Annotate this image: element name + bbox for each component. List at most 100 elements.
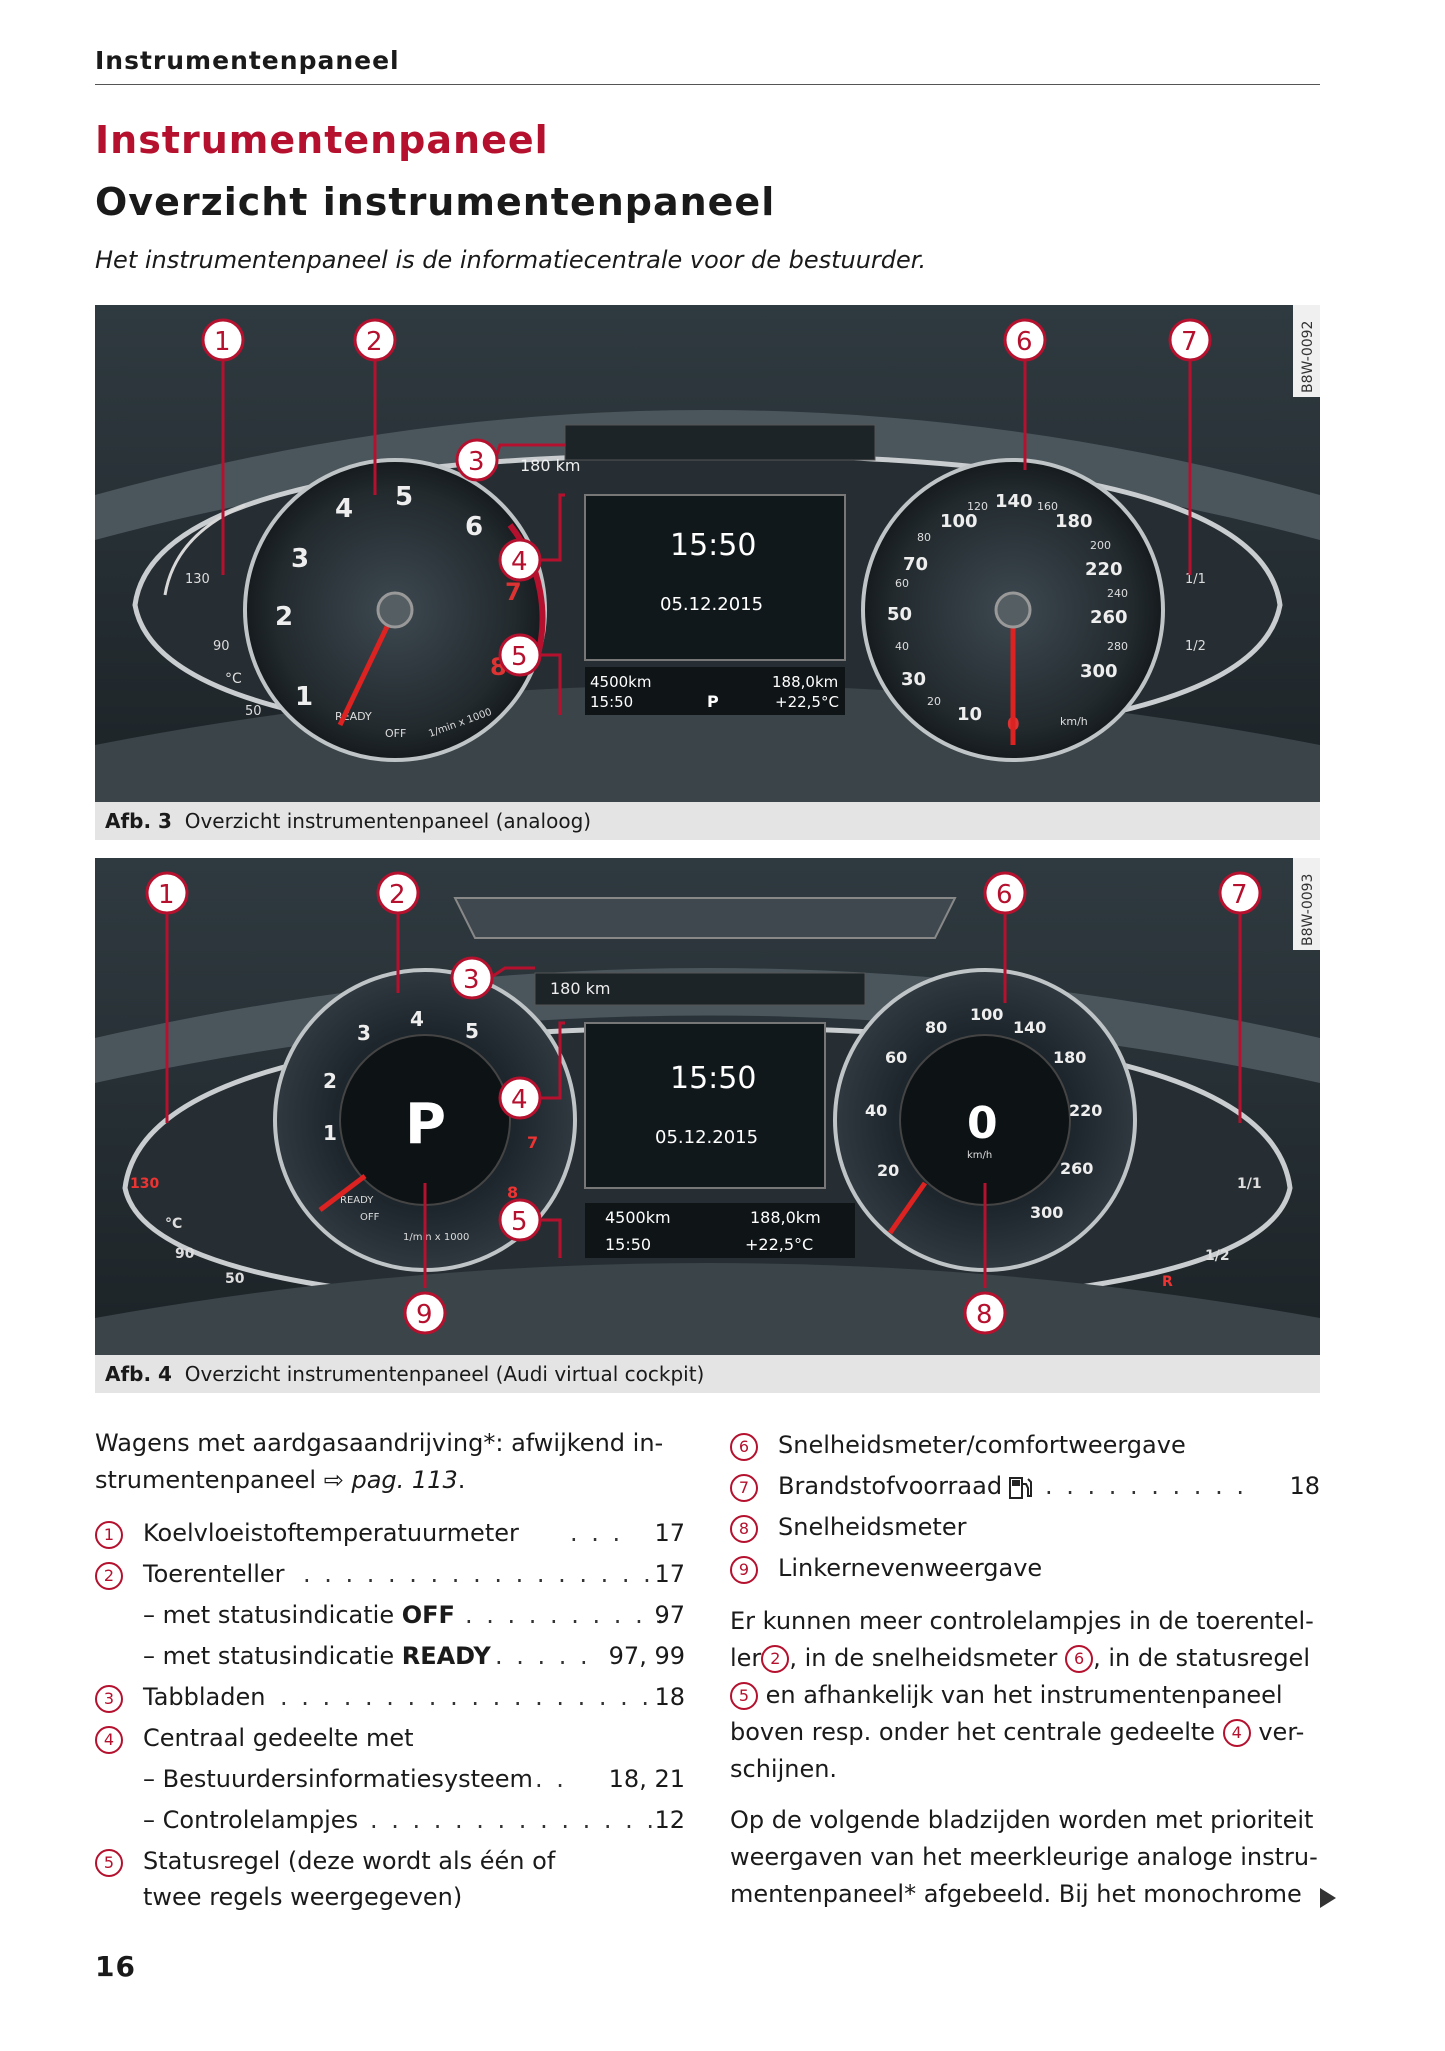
status-trip: 188,0km <box>750 1208 821 1227</box>
ref-circle-5: 5 <box>730 1682 758 1710</box>
item-label: Toerenteller <box>143 1560 285 1588</box>
lower-dash <box>95 1263 1320 1355</box>
rpm-label-1: 1 <box>295 682 313 712</box>
item-label-text: – met statusindicatie <box>143 1642 402 1670</box>
legend-item-9: 9 Linkernevenweergave <box>730 1548 1320 1589</box>
item-label: Brandstofvoorraad <box>778 1472 1003 1500</box>
rpm-label-3: 3 <box>291 544 309 574</box>
legend-subitem-dis: – Bestuurdersinformatiesysteem . . 18, 2… <box>95 1759 685 1800</box>
svg-text:3: 3 <box>468 447 485 477</box>
item-number: 5 <box>95 1849 123 1877</box>
item-page[interactable]: 18 <box>654 1683 685 1711</box>
center-speed-unit: km/h <box>967 1150 992 1161</box>
fuel-pump-icon <box>1009 1477 1032 1499</box>
item-label: – Bestuurdersinformatiesysteem <box>143 1765 533 1793</box>
ref-circle-2: 2 <box>761 1645 790 1673</box>
speed-label-260: 260 <box>1090 607 1128 628</box>
item-page[interactable]: 97 <box>654 1601 685 1629</box>
svg-text:5: 5 <box>511 1207 528 1237</box>
fuel-label-half: 1/2 <box>1205 1248 1230 1264</box>
item-label: Centraal gedeelte met <box>143 1724 414 1752</box>
figure-code-box <box>1293 305 1320 397</box>
rpm-label-7: 7 <box>505 578 522 606</box>
note-text: strumentenpaneel ⇨ <box>95 1466 344 1494</box>
tab-range-text: 180 km <box>550 979 610 998</box>
svg-text:7: 7 <box>1181 327 1198 357</box>
item-page[interactable]: 17 <box>654 1519 685 1547</box>
ref-circle-6: 6 <box>1065 1645 1094 1673</box>
fuel-reserve-label: R <box>1162 1274 1173 1290</box>
para1-text: en afhankelijk van het instrumentenpanee… <box>765 1681 1283 1709</box>
header-rule <box>95 84 1320 85</box>
item-label-bold: READY <box>401 1642 491 1670</box>
coolant-gauge-arc <box>163 503 246 596</box>
legend-item-4: 4 Centraal gedeelte met <box>95 1718 685 1759</box>
right-column: 6 Snelheidsmeter/comfortweergave 7 Brand… <box>730 1425 1320 1913</box>
para1-text: boven resp. onder het centrale gedeelte <box>730 1718 1216 1746</box>
figure-caption: Afb. 4 Overzicht instrumentenpaneel (Aud… <box>95 1355 1320 1393</box>
legend-item-8: 8 Snelheidsmeter <box>730 1507 1320 1548</box>
svg-text:4: 4 <box>511 1085 528 1115</box>
rpm-label-7: 7 <box>527 1133 538 1152</box>
item-page[interactable]: 18 <box>1289 1472 1320 1500</box>
speed-label-240: 240 <box>1107 587 1128 600</box>
speed-label-180: 180 <box>1053 1048 1086 1067</box>
rpm-label-4: 4 <box>410 1007 424 1031</box>
speed-label-20: 20 <box>927 695 941 708</box>
item-page[interactable]: 97, 99 <box>608 1642 685 1670</box>
central-display <box>584 1022 826 1189</box>
rpm-label-2: 2 <box>275 602 293 632</box>
hood-arc <box>95 410 1320 540</box>
item-page[interactable]: 12 <box>654 1806 685 1834</box>
speed-label-20: 20 <box>877 1161 899 1180</box>
analog-cluster-illustration: 130 90 50 °C 1/1 1/2 1 2 3 4 5 6 7 8 REA… <box>95 305 1320 802</box>
speed-label-100: 100 <box>940 511 978 532</box>
svg-text:4: 4 <box>511 547 528 577</box>
speed-label-80: 80 <box>925 1018 947 1037</box>
item-page[interactable]: 17 <box>654 1560 685 1588</box>
rpm-label-1: 1 <box>323 1121 337 1145</box>
leader-dots: . . . . . . . . . . . . . . . . . . . . … <box>303 1560 663 1588</box>
speed-label-40: 40 <box>865 1101 887 1120</box>
caption-label: Afb. 3 <box>105 809 172 833</box>
speed-label-120: 120 <box>967 500 988 513</box>
rpm-needle <box>337 608 398 727</box>
item-page[interactable]: 18, 21 <box>608 1765 685 1793</box>
leader-dots: . . . . . . . . . . . . . <box>465 1601 665 1629</box>
para1-text: ver- <box>1258 1718 1305 1746</box>
item-number: 4 <box>95 1726 123 1754</box>
callout-7: 7 <box>1168 318 1212 362</box>
callout-4: 4 <box>498 1076 542 1120</box>
item-label: Statusregel (deze wordt als één of twee … <box>143 1847 556 1911</box>
center-speed: 0 <box>967 1098 998 1149</box>
callout-1: 1 <box>145 871 189 915</box>
status-trip: 188,0km <box>772 673 838 691</box>
status-temp: +22,5°C <box>745 1235 813 1254</box>
rpm-needle <box>318 1174 367 1212</box>
speed-label-70: 70 <box>903 554 928 575</box>
item-number: 8 <box>730 1515 758 1543</box>
status-gear: P <box>707 692 719 711</box>
speed-label-260: 260 <box>1060 1159 1093 1178</box>
rpm-hub <box>376 591 414 629</box>
rpm-label-2: 2 <box>323 1069 337 1093</box>
legend-item-3: 3 Tabbladen . . . . . . . . . . . . . . … <box>95 1677 685 1718</box>
fuel-label-half: 1/2 <box>1185 639 1206 654</box>
callout-3: 3 <box>450 956 494 1000</box>
leader-dots: . . . . . . . . . . . <box>1045 1472 1245 1500</box>
note-page-ref[interactable]: pag. 113 <box>351 1466 458 1494</box>
status-time: 15:50 <box>590 693 633 711</box>
callout-2: 2 <box>376 871 420 915</box>
speed-label-80: 80 <box>917 531 931 544</box>
status-odometer: 4500km <box>605 1208 671 1227</box>
callout-6: 6 <box>983 871 1027 915</box>
para2-line-3: mentenpaneel* afgebeeld. Bij het monochr… <box>730 1880 1302 1908</box>
item-label: – met statusindicatie READY <box>143 1636 491 1677</box>
speed-label-160: 160 <box>1037 500 1058 513</box>
legend-item-2: 2 Toerenteller . . . . . . . . . . . . .… <box>95 1554 685 1595</box>
item-label: Linkernevenweergave <box>778 1554 1043 1582</box>
legend-item-6: 6 Snelheidsmeter/comfortweergave <box>730 1425 1320 1466</box>
callout-2: 2 <box>353 318 397 362</box>
speed-hub <box>994 591 1032 629</box>
